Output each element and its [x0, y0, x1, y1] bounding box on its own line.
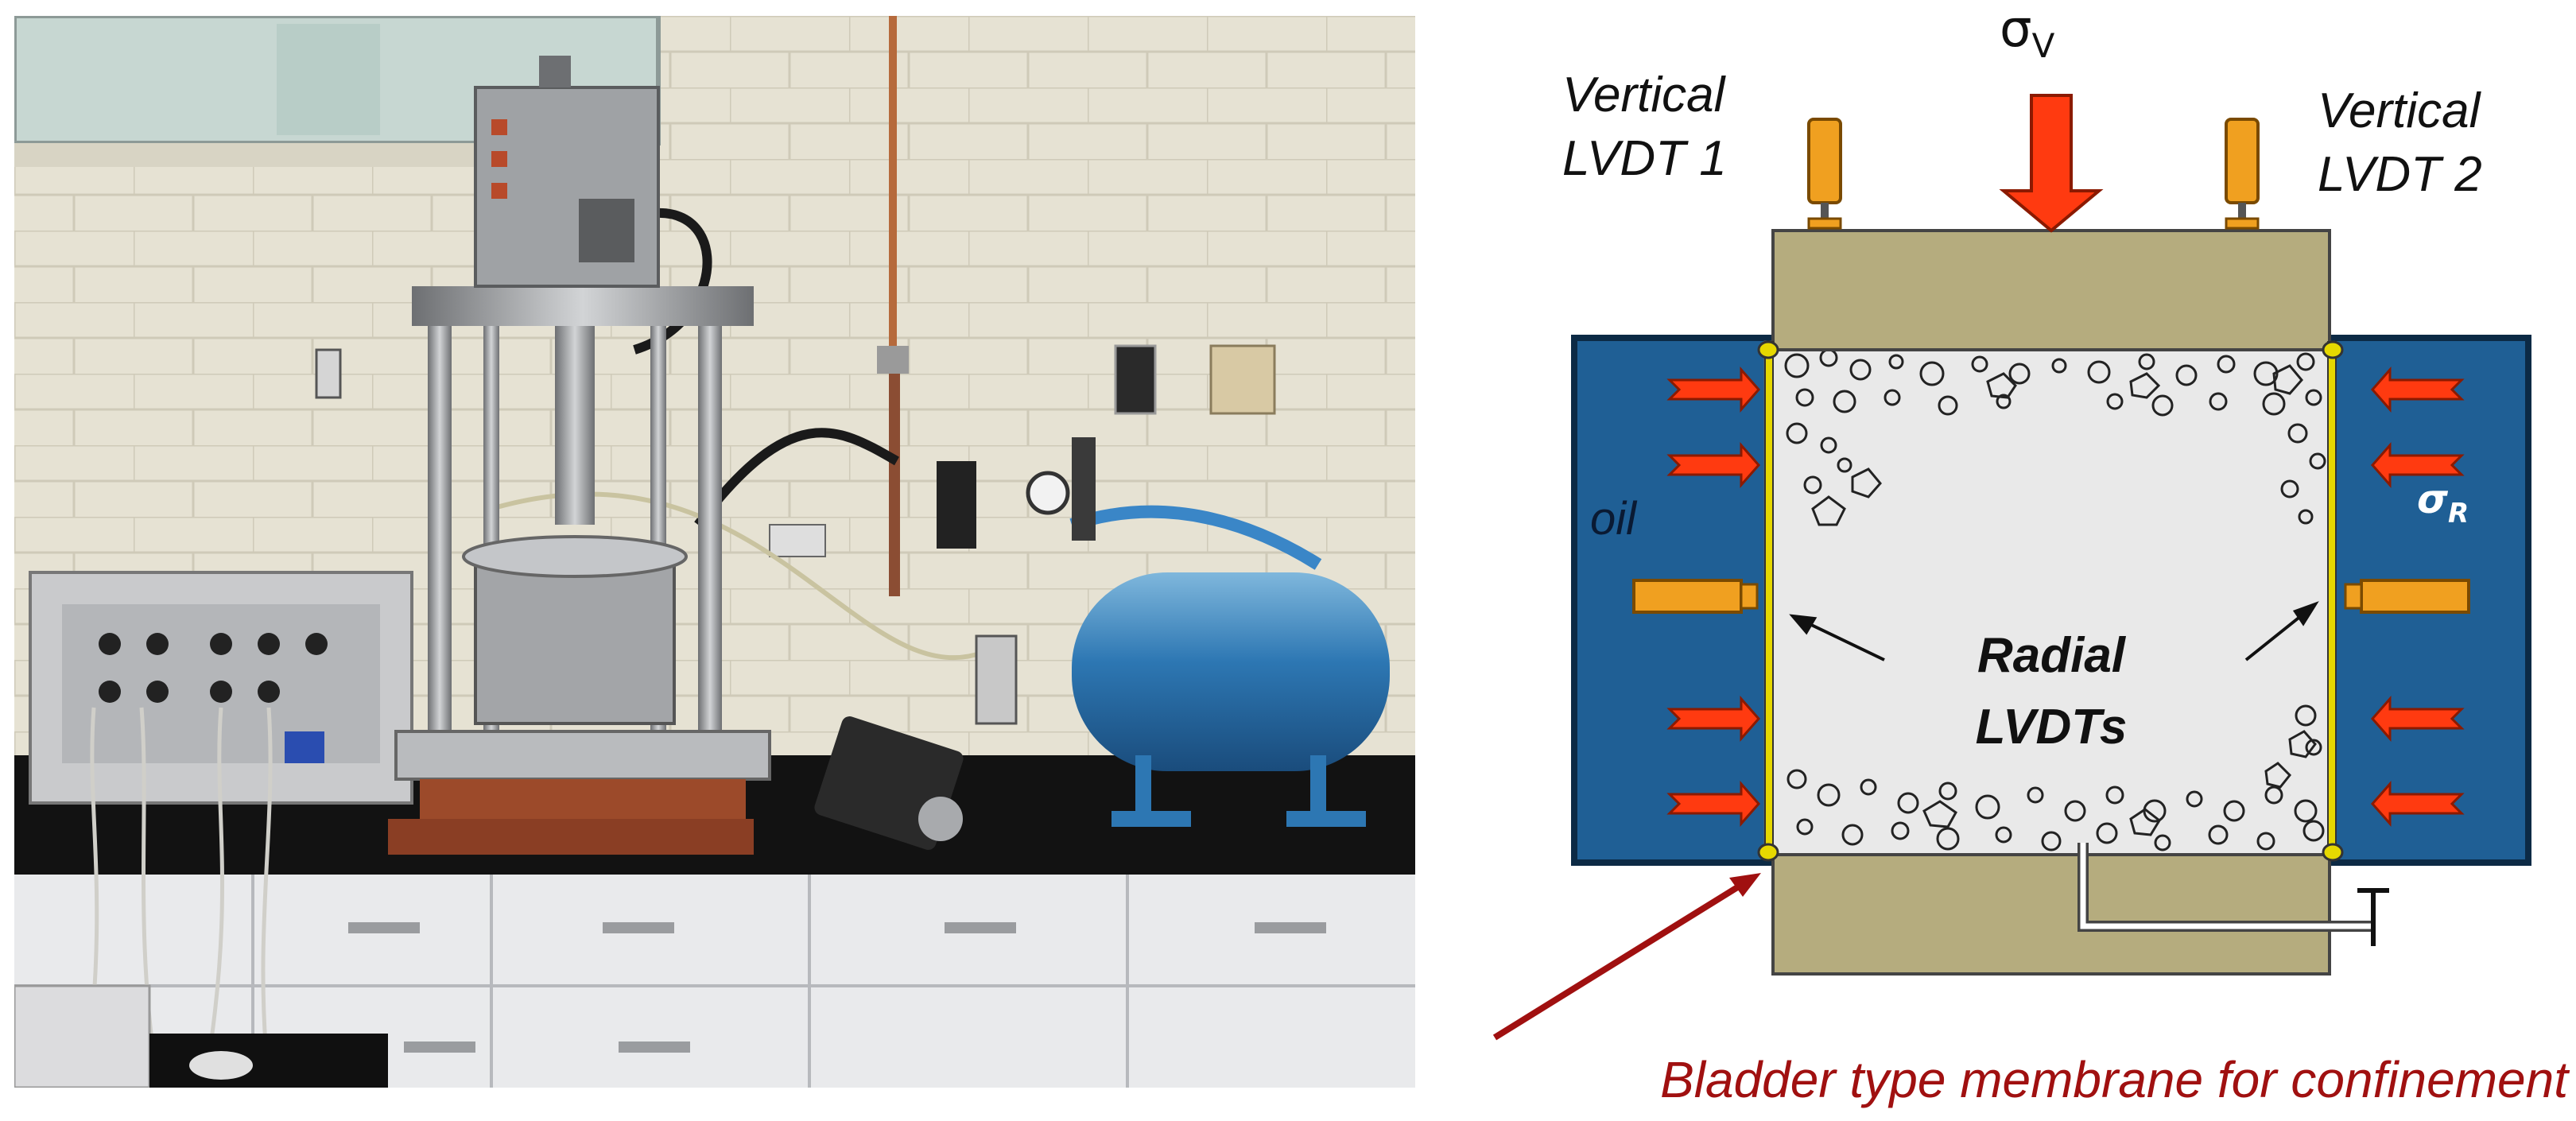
radial-lvdt-right-icon — [2344, 579, 2470, 614]
triaxial-cell — [474, 555, 676, 725]
vertical-lvdt-2-label-line2: LVDT 2 — [2318, 147, 2482, 202]
radial-lvdt-left-icon — [1632, 579, 1759, 614]
vertical-lvdt-1-icon — [1807, 118, 1842, 230]
vertical-lvdt-2-label-line1: Vertical — [2318, 83, 2482, 138]
load-frame-top-plate — [412, 286, 754, 326]
sigma-r-label: σR — [2417, 476, 2469, 529]
triaxial-schematic: σV Vertical LVDT 1 Vertical LVDT 2 oil σ… — [1492, 0, 2570, 1108]
bladder-pointer-arrow — [1492, 873, 1761, 1041]
radial-lvdts-label-line2: LVDTs — [1976, 700, 2128, 754]
lab-equipment-photo — [14, 16, 1415, 1088]
bladder-membrane-label: Bladder type membrane for confinement — [1660, 1051, 2570, 1108]
bottom-platen — [1771, 853, 2331, 976]
aggregate-particles — [1784, 348, 2326, 851]
bladder-membrane-left — [1764, 341, 1774, 859]
radial-pointer-arrows — [1789, 601, 2319, 661]
vertical-lvdt-1-label-line2: LVDT 1 — [1562, 131, 1727, 186]
down-arrow-icon — [1999, 94, 2104, 233]
vertical-lvdt-1-label-line1: Vertical — [1562, 68, 1727, 122]
valve-icon — [2357, 888, 2389, 946]
soil-specimen — [1763, 340, 2335, 860]
radial-lvdts-label-line1: Radial — [1977, 628, 2127, 683]
vertical-lvdt-2-icon — [2225, 118, 2260, 230]
left-right-arrows-icon — [1666, 367, 2465, 827]
oil-label: oil — [1590, 493, 1638, 545]
sigma-v-label: σV — [2000, 0, 2055, 65]
top-platen — [1771, 229, 2331, 351]
bladder-membrane-right — [2327, 341, 2337, 859]
air-tank — [1072, 572, 1390, 771]
